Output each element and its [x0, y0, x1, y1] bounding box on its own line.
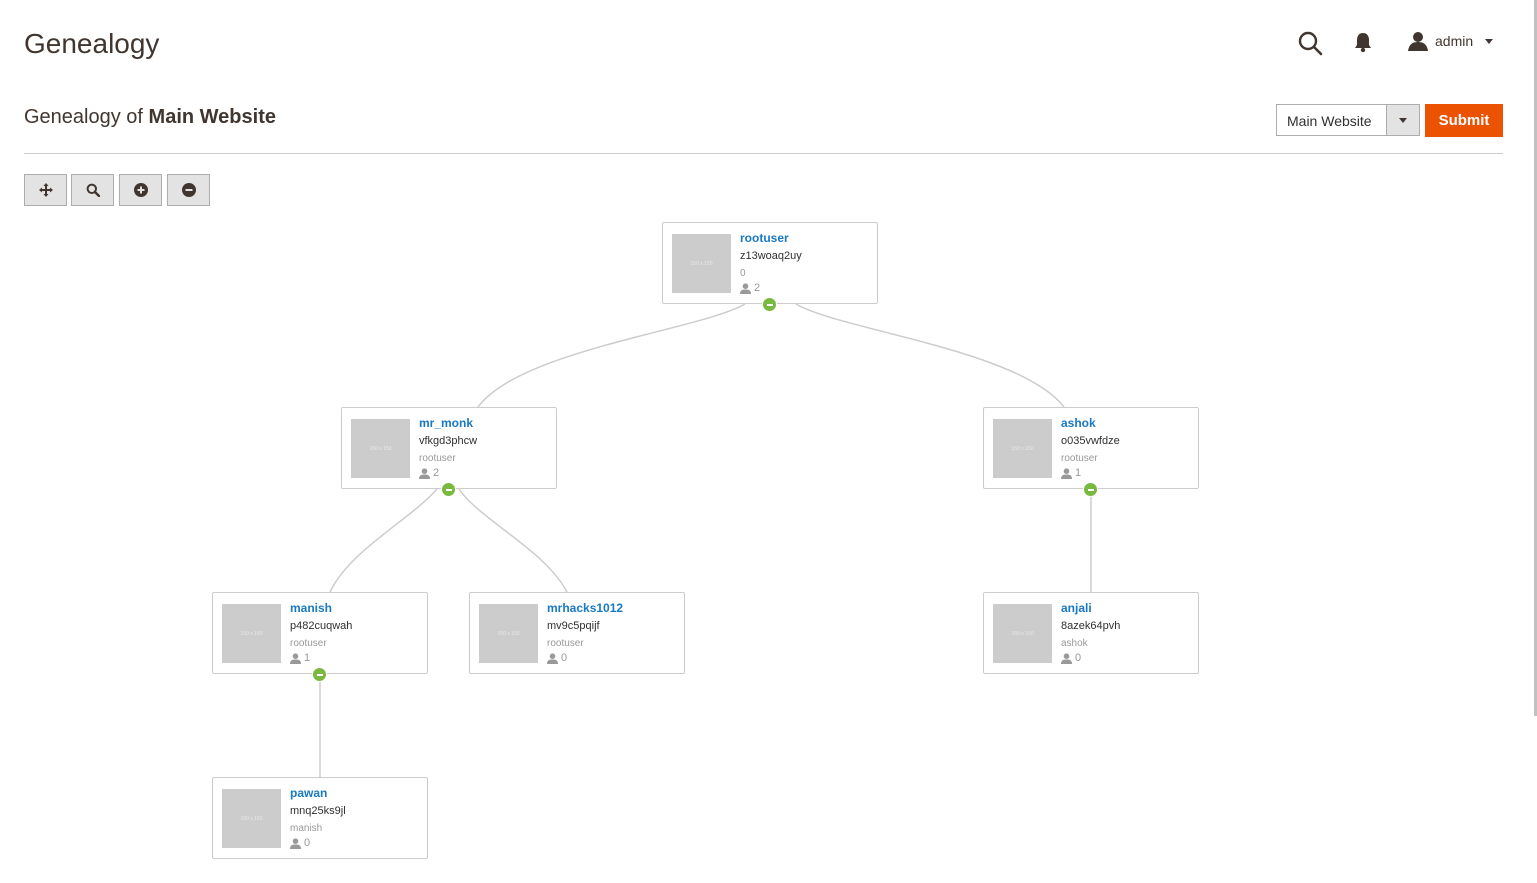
- node-children-count: 2: [419, 467, 439, 479]
- user-name: admin: [1435, 33, 1474, 49]
- avatar-placeholder: 150 x 150: [222, 604, 281, 663]
- section-title-website: Main Website: [148, 106, 276, 128]
- tree-node-mr_monk[interactable]: 150 x 150 mr_monk vfkgd3phcw rootuser 2: [341, 407, 557, 489]
- node-children-count: 2: [740, 282, 760, 294]
- children-count-value: 2: [754, 282, 761, 294]
- children-count-value: 2: [433, 467, 440, 479]
- move-tool-button[interactable]: [24, 174, 67, 206]
- user-icon: [290, 652, 301, 664]
- node-parent: rootuser: [1061, 453, 1098, 464]
- search-tool-button[interactable]: [71, 174, 114, 206]
- node-children-count: 1: [1061, 467, 1081, 479]
- submit-button[interactable]: Submit: [1425, 104, 1503, 137]
- user-icon: [1061, 652, 1072, 664]
- tree-link: [458, 488, 568, 593]
- node-name[interactable]: manish: [290, 601, 333, 615]
- zoom-out-icon: [181, 183, 196, 197]
- collapse-toggle-icon[interactable]: [1083, 482, 1098, 497]
- children-count-value: 0: [304, 837, 311, 849]
- tree-link: [329, 488, 438, 593]
- user-icon: [290, 837, 301, 849]
- search-icon: [86, 183, 100, 197]
- node-name[interactable]: pawan: [290, 786, 328, 800]
- tree-node-ashok[interactable]: 150 x 150 ashok o035vwfdze rootuser 1: [983, 407, 1199, 489]
- tree-link: [477, 303, 746, 408]
- zoom-out-button[interactable]: [167, 174, 210, 206]
- node-name[interactable]: rootuser: [740, 231, 789, 245]
- avatar-placeholder: 150 x 150: [993, 419, 1052, 478]
- move-icon: [38, 183, 53, 197]
- bell-icon[interactable]: [1353, 31, 1373, 53]
- node-parent: 0: [740, 268, 746, 279]
- node-code: p482cuqwah: [290, 620, 353, 632]
- user-icon: [1061, 467, 1072, 479]
- node-code: z13woaq2uy: [740, 250, 802, 262]
- user-icon: [419, 467, 430, 479]
- node-code: mnq25ks9jl: [290, 805, 346, 817]
- search-icon[interactable]: [1297, 30, 1323, 56]
- node-name[interactable]: ashok: [1061, 416, 1096, 430]
- user-icon: [547, 652, 558, 664]
- zoom-in-button[interactable]: [119, 174, 162, 206]
- node-parent: rootuser: [419, 453, 456, 464]
- user-icon: [1408, 32, 1428, 51]
- tree-node-mrhacks1012[interactable]: 150 x 150 mrhacks1012 mv9c5pqijf rootuse…: [469, 592, 685, 674]
- tree-node-rootuser[interactable]: 150 x 150 rootuser z13woaq2uy 0 2: [662, 222, 878, 304]
- vertical-scrollbar[interactable]: [1534, 0, 1537, 716]
- chevron-down-icon: [1485, 38, 1494, 44]
- collapse-toggle-icon[interactable]: [441, 482, 456, 497]
- tree-node-anjali[interactable]: 150 x 150 anjali 8azek64pvh ashok 0: [983, 592, 1199, 674]
- node-parent: ashok: [1061, 638, 1088, 649]
- children-count-value: 1: [1075, 467, 1082, 479]
- chevron-down-icon[interactable]: [1386, 105, 1419, 135]
- divider: [24, 153, 1503, 154]
- section-title: Genealogy of Main Website: [24, 106, 276, 129]
- user-icon: [740, 282, 751, 294]
- user-menu[interactable]: admin: [1407, 29, 1494, 53]
- website-select-value: Main Website: [1287, 113, 1372, 129]
- node-code: mv9c5pqijf: [547, 620, 600, 632]
- node-name[interactable]: mr_monk: [419, 416, 474, 430]
- children-count-value: 0: [561, 652, 568, 664]
- website-select[interactable]: Main Website: [1276, 104, 1420, 136]
- tree-node-pawan[interactable]: 150 x 150 pawan mnq25ks9jl manish 0: [212, 777, 428, 859]
- collapse-toggle-icon[interactable]: [762, 297, 777, 312]
- node-children-count: 1: [290, 652, 310, 664]
- page-title: Genealogy: [24, 28, 160, 59]
- avatar-placeholder: 150 x 150: [222, 789, 281, 848]
- avatar-placeholder: 150 x 150: [993, 604, 1052, 663]
- section-title-prefix: Genealogy of: [24, 106, 143, 128]
- node-name[interactable]: mrhacks1012: [547, 601, 624, 615]
- tree-link: [795, 303, 1065, 408]
- node-children-count: 0: [1061, 652, 1081, 664]
- tree-node-manish[interactable]: 150 x 150 manish p482cuqwah rootuser 1: [212, 592, 428, 674]
- node-name[interactable]: anjali: [1061, 601, 1092, 615]
- node-children-count: 0: [547, 652, 567, 664]
- avatar-placeholder: 150 x 150: [351, 419, 410, 478]
- children-count-value: 1: [304, 652, 311, 664]
- children-count-value: 0: [1075, 652, 1082, 664]
- node-parent: rootuser: [547, 638, 584, 649]
- collapse-toggle-icon[interactable]: [312, 667, 327, 682]
- avatar-placeholder: 150 x 150: [672, 234, 731, 293]
- node-parent: manish: [290, 823, 323, 834]
- node-code: vfkgd3phcw: [419, 435, 478, 447]
- node-parent: rootuser: [290, 638, 327, 649]
- node-children-count: 0: [290, 837, 310, 849]
- zoom-in-icon: [133, 183, 148, 197]
- avatar-placeholder: 150 x 150: [479, 604, 538, 663]
- node-code: 8azek64pvh: [1061, 620, 1121, 632]
- node-code: o035vwfdze: [1061, 435, 1120, 447]
